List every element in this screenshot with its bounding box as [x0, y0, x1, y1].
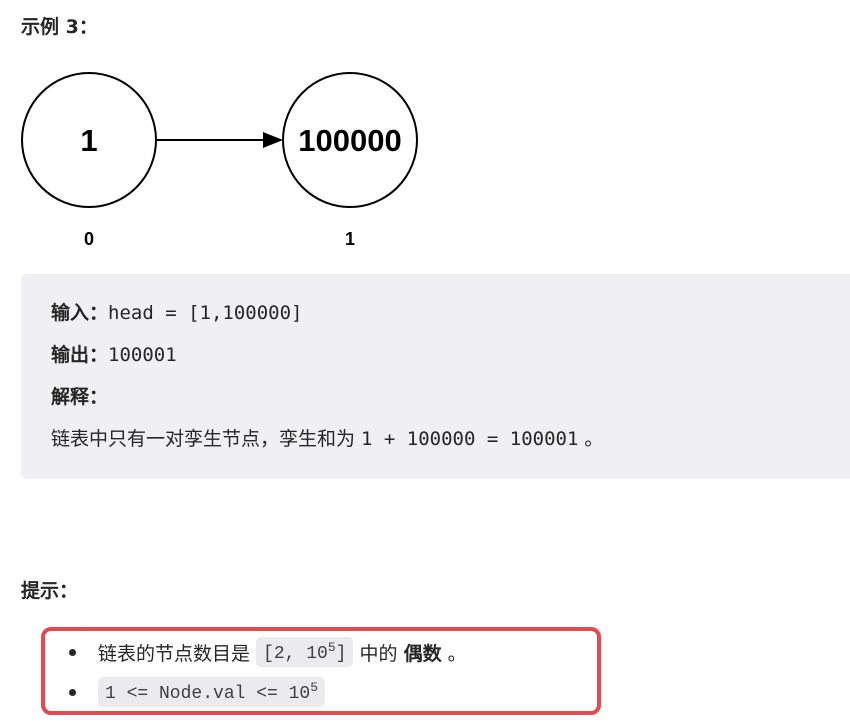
hints-heading: 提示： — [21, 580, 79, 602]
explanation-code: 1 + 100000 = 100001 — [361, 428, 579, 450]
output-line: 输出：100001 — [51, 342, 177, 368]
hints-highlight-box: 链表的节点数目是 [2, 105] 中的 偶数 。 1 <= Node.val … — [41, 627, 601, 715]
hint-bold-text: 偶数 — [403, 642, 442, 665]
hint-item: 1 <= Node.val <= 105 — [69, 677, 326, 707]
explanation-line: 链表中只有一对孪生节点，孪生和为 1 + 100000 = 100001 。 — [51, 426, 603, 452]
explanation-end: 。 — [578, 428, 604, 450]
input-value: head = [1,100000] — [108, 302, 303, 324]
input-label: 输入： — [51, 302, 109, 324]
example-block: 输入：head = [1,100000] 输出：100001 解释： 链表中只有… — [21, 274, 850, 479]
hint-item: 链表的节点数目是 [2, 105] 中的 偶数 。 — [69, 637, 467, 667]
node-value: 1 — [80, 123, 97, 158]
explanation-label: 解释： — [51, 386, 109, 408]
bullet-icon — [69, 688, 76, 696]
hint-text: 链表的节点数目是 — [98, 642, 257, 665]
node-0: 1 0 — [21, 72, 157, 249]
output-label: 输出： — [51, 344, 109, 366]
input-line: 输入：head = [1,100000] — [51, 300, 302, 326]
node-1: 100000 1 — [282, 72, 418, 249]
node-value: 100000 — [298, 123, 401, 158]
hint-text: 。 — [441, 642, 467, 665]
hint-text: 中的 — [353, 642, 404, 665]
example-heading: 示例 3： — [21, 16, 98, 38]
explanation-text: 链表中只有一对孪生节点，孪生和为 — [51, 428, 362, 450]
explanation-label-line: 解释： — [51, 384, 108, 410]
node-index: 1 — [345, 229, 355, 249]
inline-code: 1 <= Node.val <= 105 — [98, 677, 326, 707]
linked-list-diagram: 1 0 100000 1 — [0, 60, 440, 260]
output-value: 100001 — [108, 344, 177, 366]
inline-code: [2, 105] — [256, 637, 354, 667]
bullet-icon — [69, 648, 76, 656]
node-index: 0 — [84, 229, 94, 249]
